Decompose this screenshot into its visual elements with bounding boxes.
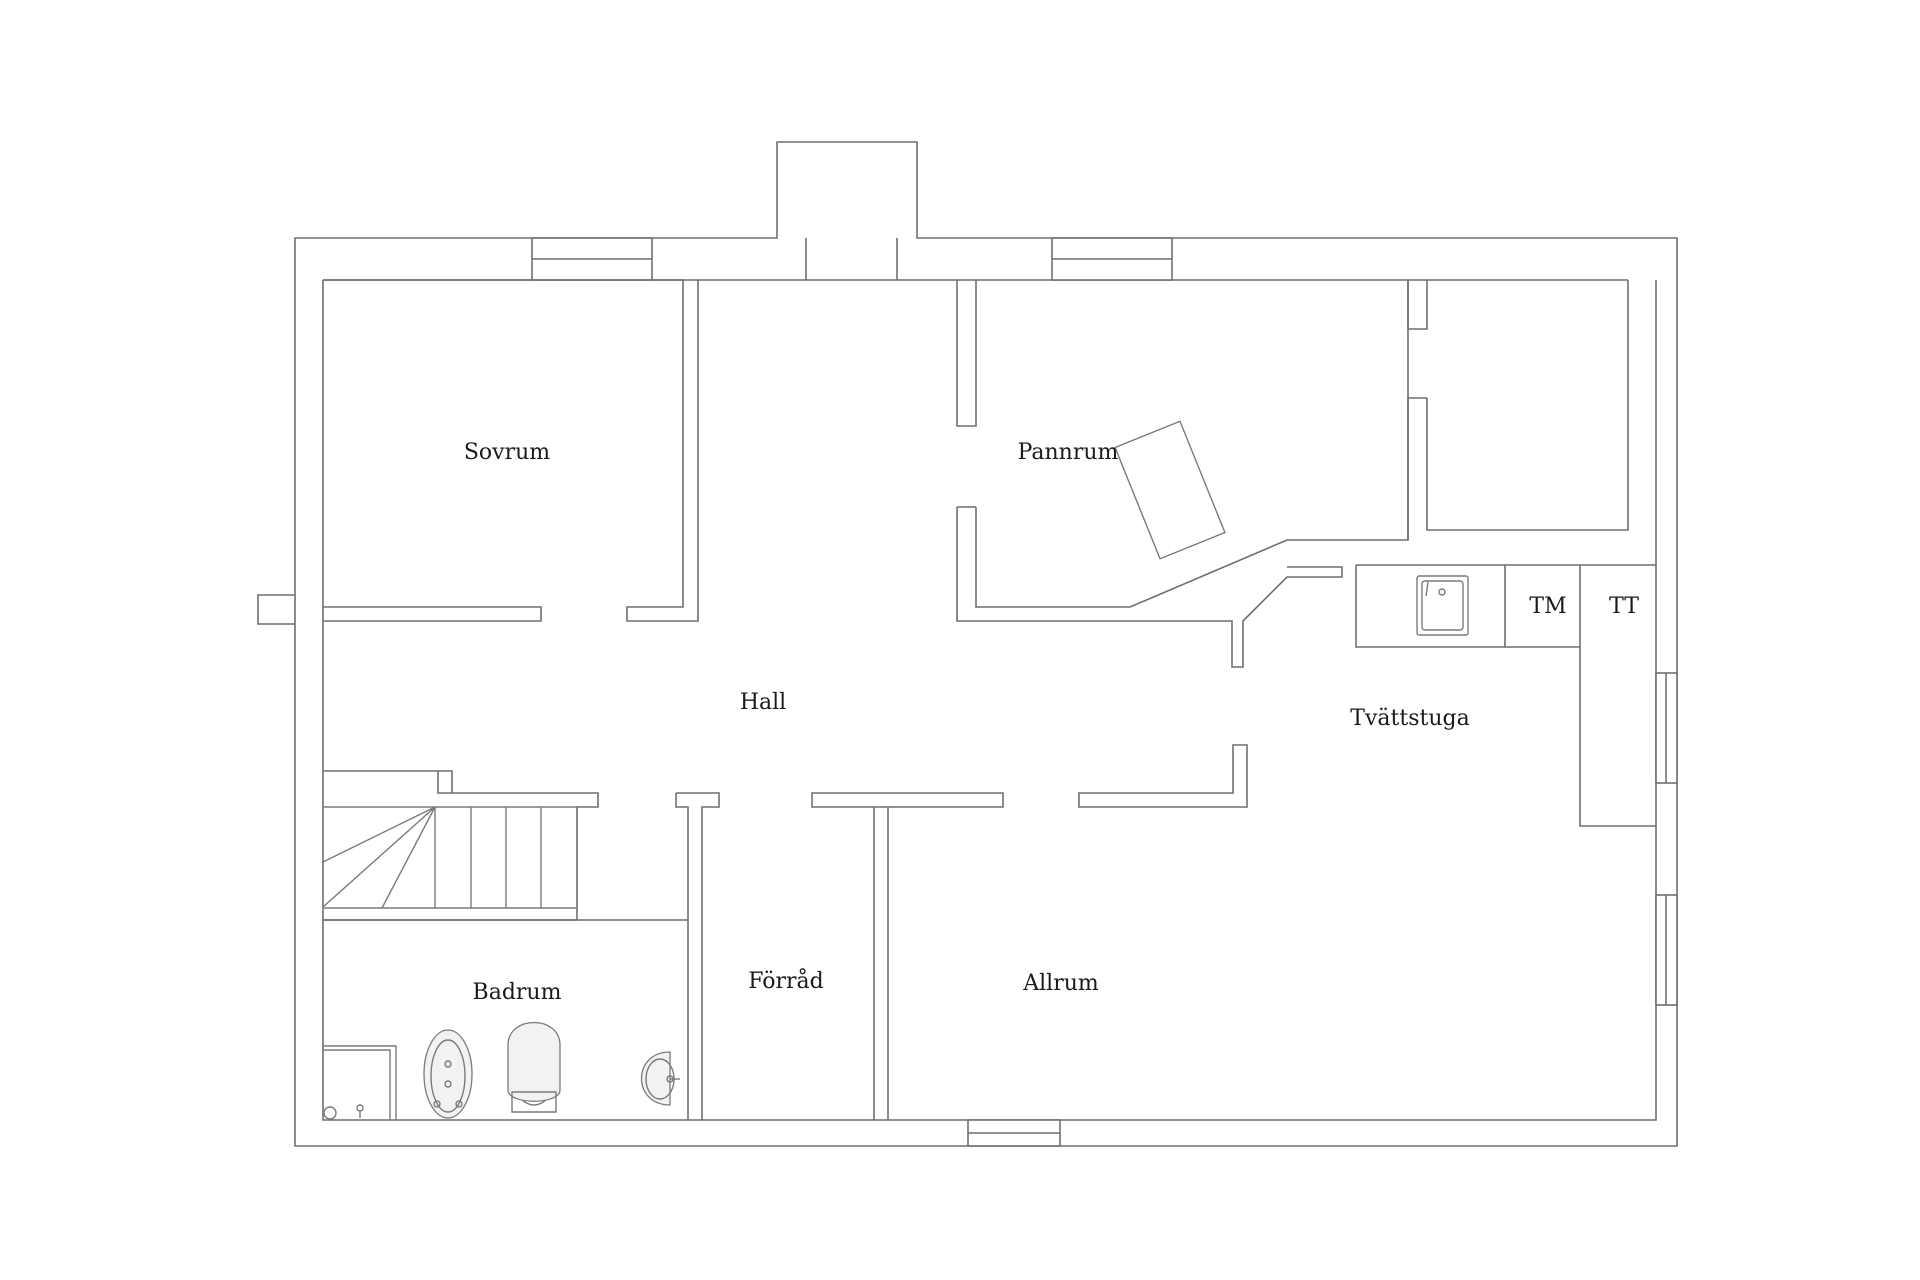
outer-walls	[257, 141, 1678, 1147]
room-labels: Sovrum Pannrum Hall Tvättstuga Badrum Fö…	[464, 440, 1639, 1005]
interior-walls	[323, 744, 1248, 1120]
label-allrum: Allrum	[1022, 971, 1099, 996]
windows	[531, 237, 1678, 1147]
staircase	[322, 806, 578, 909]
label-badrum: Badrum	[473, 980, 562, 1005]
label-tt: TT	[1609, 594, 1639, 619]
shower	[323, 1045, 397, 1120]
label-tm: TM	[1529, 594, 1566, 619]
boiler	[1114, 420, 1226, 560]
toilet-icon	[507, 1022, 561, 1113]
label-hall: Hall	[740, 690, 786, 715]
label-pannrum: Pannrum	[1018, 440, 1119, 465]
laundry-sink	[1416, 575, 1469, 636]
label-forrad: Förråd	[748, 967, 824, 994]
laundry-counter	[1355, 564, 1656, 827]
hall-entry	[805, 238, 898, 280]
label-sovrum: Sovrum	[464, 440, 550, 465]
sink-icon	[640, 1051, 680, 1106]
pannrum-walls	[956, 280, 1629, 668]
bathtub-icon	[423, 1029, 473, 1119]
label-tvattstuga: Tvättstuga	[1350, 706, 1469, 731]
sovrum-walls	[323, 279, 699, 622]
